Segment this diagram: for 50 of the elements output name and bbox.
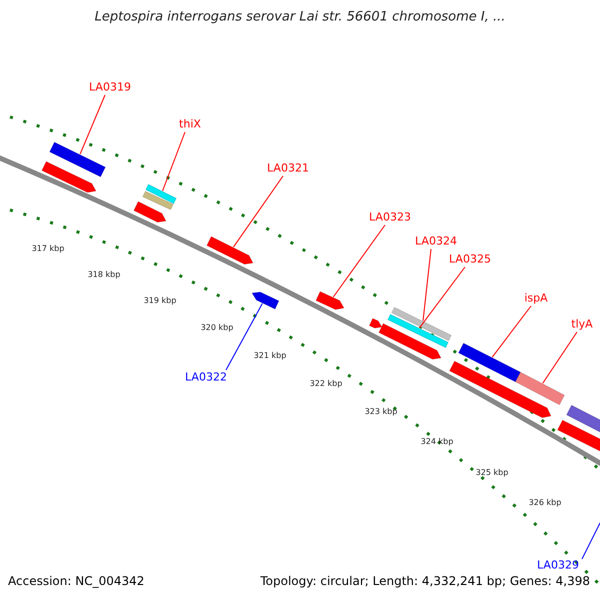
gene-label: ispA — [524, 292, 548, 304]
gene-feature — [368, 318, 382, 328]
gene-feature — [133, 201, 166, 223]
tick-label: 323 kbp — [364, 408, 398, 416]
gene-feature — [142, 190, 174, 210]
gene-feature — [458, 342, 521, 382]
gene-label: LA0321 — [267, 162, 309, 174]
gene-label: thiX — [179, 118, 201, 130]
leader-line — [542, 332, 578, 384]
gene-feature — [145, 184, 177, 204]
gene-feature — [206, 236, 254, 265]
gene-feature — [378, 323, 442, 360]
gene-label: LA0322 — [185, 372, 227, 382]
gene-label: LA0319 — [89, 82, 131, 92]
tick-label: 319 kbp — [144, 297, 176, 305]
gene-feature — [252, 292, 280, 310]
genome-stats: Topology: circular; Length: 4,332,241 bp; Genes: 4,398 — [260, 575, 590, 587]
tick-label: 318 kbp — [88, 271, 120, 279]
gene-feature — [316, 291, 344, 310]
gene-label: LA0324 — [415, 236, 457, 246]
gene-feature — [391, 306, 452, 342]
tick-label: 320 kbp — [200, 324, 234, 332]
gene-feature — [449, 360, 552, 418]
tick-label: 317 kbp — [32, 245, 64, 253]
tick-label: 322 kbp — [310, 380, 342, 388]
tick-label: 326 kbp — [528, 499, 562, 507]
gene-label: LA0329 — [537, 560, 579, 570]
leader-line — [80, 94, 106, 155]
gene-feature — [49, 142, 106, 178]
gene-label: LA0325 — [449, 254, 491, 264]
gene-feature — [557, 420, 600, 452]
leader-line — [422, 248, 432, 322]
gene-feature — [387, 314, 449, 348]
leader-line — [226, 303, 263, 370]
tick-label: 325 kbp — [476, 469, 508, 477]
gene-label: LA0323 — [369, 212, 411, 222]
gene-feature — [41, 161, 96, 193]
gene-feature — [515, 372, 565, 406]
leader-line — [162, 132, 186, 192]
gene-feature — [566, 404, 600, 434]
title: Leptospira interrogans serovar Lai str. 56601 chromosome I, ... — [94, 10, 506, 24]
leader-line — [332, 224, 386, 298]
tick-label: 324 kbp — [420, 438, 454, 446]
gene-label: tlyA — [571, 318, 593, 330]
leader-line — [582, 522, 600, 560]
tick-label: 321 kbp — [254, 352, 286, 360]
leader-line — [419, 266, 466, 328]
leader-line — [492, 306, 532, 358]
leader-line — [232, 176, 284, 248]
accession-text: Accession: NC_004342 — [8, 575, 144, 587]
